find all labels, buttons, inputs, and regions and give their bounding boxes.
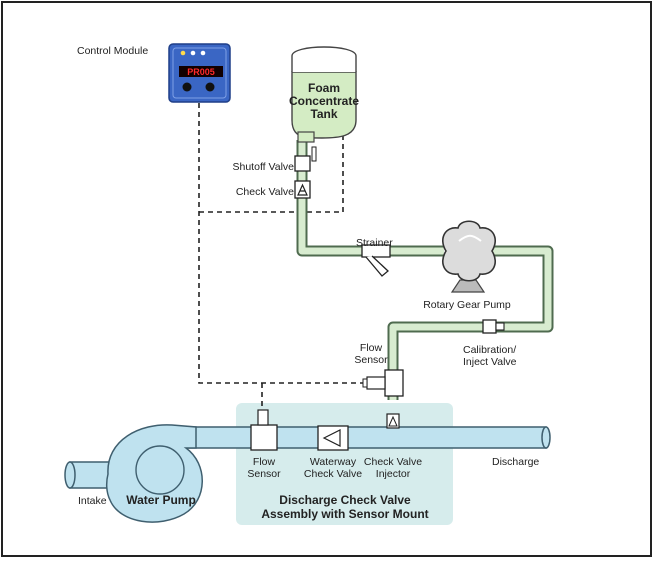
display-readout: PR005 xyxy=(187,67,215,77)
control-module-label: Control Module xyxy=(77,45,148,57)
flow-sensor-upper xyxy=(362,369,404,397)
rotary-gear-pump xyxy=(442,220,496,293)
water-pump xyxy=(64,424,203,523)
check-valve-injector-label-line2: Injector xyxy=(376,468,411,480)
check-valve-tank xyxy=(294,180,311,199)
control-wiring xyxy=(198,103,394,408)
foam-tank xyxy=(291,46,357,143)
intake-label: Intake xyxy=(78,495,107,507)
tank-label-line2: Concentrate xyxy=(289,94,359,108)
assembly-label-line1: Discharge Check Valve xyxy=(279,493,411,507)
strainer-label: Strainer xyxy=(356,237,393,249)
strainer xyxy=(361,244,391,277)
control-module: PR005 xyxy=(168,43,231,103)
rotary-gear-pump-label: Rotary Gear Pump xyxy=(423,299,511,311)
tank-label-line3: Tank xyxy=(310,107,337,121)
foam-pipe xyxy=(296,140,554,400)
assembly-label-line2: Assembly with Sensor Mount xyxy=(261,507,428,521)
discharge-label: Discharge xyxy=(492,456,539,468)
check-valve-label: Check Valve xyxy=(236,186,294,198)
waterway-check-valve xyxy=(317,425,349,451)
flow-sensor-upper-label-line2: Sensor xyxy=(354,354,388,366)
water-pump-label: Water Pump xyxy=(126,493,196,507)
waterway-check-valve-label-line2: Check Valve xyxy=(304,468,362,480)
shutoff-valve-label: Shutoff Valve xyxy=(233,161,295,173)
waterway-check-valve-label-line1: Waterway xyxy=(310,456,357,468)
flow-sensor-lower-label-line1: Flow xyxy=(253,456,276,468)
calibration-valve-label-line1: Calibration/ xyxy=(463,344,516,356)
flow-sensor-lower-label-line2: Sensor xyxy=(247,468,281,480)
check-valve-injector-label-line1: Check Valve xyxy=(364,456,422,468)
calibration-valve-label-line2: Inject Valve xyxy=(463,356,517,368)
calibration-inject-valve xyxy=(482,319,505,334)
flow-sensor-upper-label-line1: Flow xyxy=(360,342,383,354)
tank-label-line1: Foam xyxy=(308,81,340,95)
shutoff-valve xyxy=(294,146,317,172)
discharge-pipe xyxy=(184,426,551,449)
flow-sensor-lower xyxy=(250,409,278,451)
check-valve-injector xyxy=(386,413,400,429)
